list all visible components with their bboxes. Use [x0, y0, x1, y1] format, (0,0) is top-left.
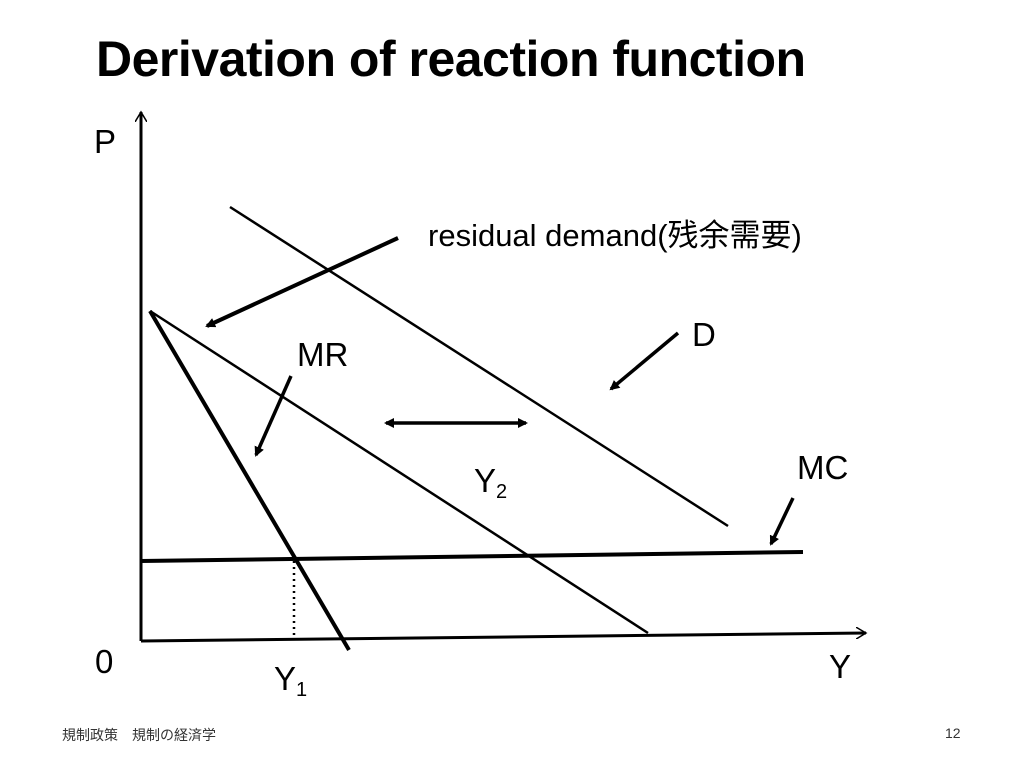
y1-label-main: Y — [274, 660, 297, 697]
y2-label-subscript: 2 — [496, 481, 508, 503]
y2-label: Y2 — [474, 462, 507, 502]
quantity-axis-label: Y — [829, 648, 852, 685]
origin-label: 0 — [95, 643, 114, 680]
mc-pointer-arrow — [769, 497, 795, 546]
slide-title: Derivation of reaction function — [96, 31, 806, 87]
x-axis — [140, 633, 866, 643]
footer-course-text: 規制政策 規制の経済学 — [62, 727, 216, 743]
residual-demand-curve — [149, 309, 649, 635]
page-number: 12 — [945, 725, 961, 741]
marginal-cost-label: MC — [797, 449, 849, 486]
marginal-revenue-curve — [148, 309, 351, 652]
y2-label-main: Y — [474, 462, 497, 499]
demand-pointer-arrow — [609, 331, 680, 391]
demand-curve — [229, 205, 729, 528]
marginal-revenue-label: MR — [297, 336, 349, 373]
mr-pointer-arrow — [254, 375, 293, 457]
y1-label: Y1 — [274, 660, 307, 700]
price-axis-label: P — [94, 123, 117, 160]
residual-demand-pointer-arrow — [205, 236, 399, 328]
residual-demand-label: residual demand(残余需要) — [428, 218, 802, 253]
y1-label-subscript: 1 — [296, 679, 308, 701]
marginal-cost-curve — [140, 550, 804, 563]
demand-label: D — [692, 316, 716, 353]
